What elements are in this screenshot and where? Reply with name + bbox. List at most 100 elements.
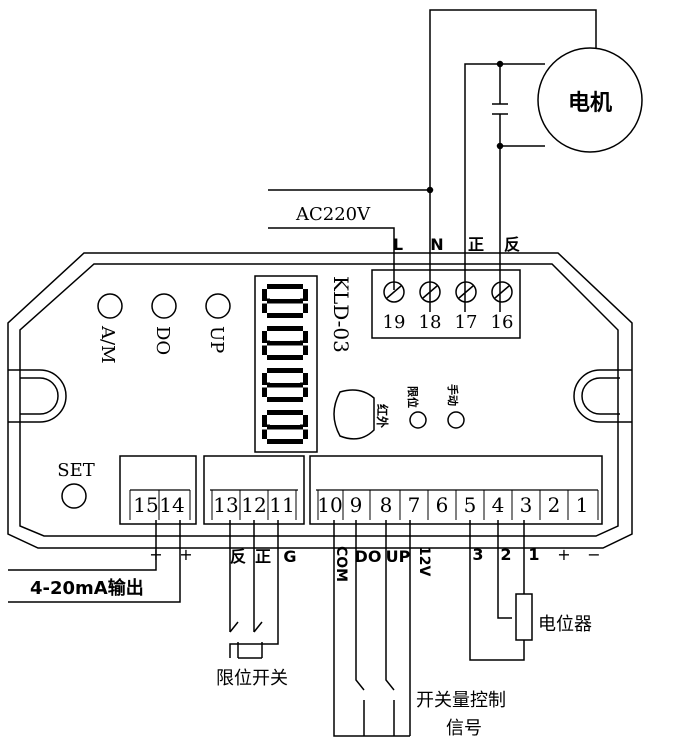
left-mount-slot-inner — [20, 377, 59, 415]
terminal-number-14: 14 — [159, 493, 184, 517]
switch-signal-annotation-2: 信号 — [446, 718, 482, 739]
potentiometer — [515, 593, 533, 641]
seven-seg-segment — [262, 415, 267, 427]
set-label: SET — [57, 460, 94, 481]
terminal-number-19: 19 — [383, 312, 406, 333]
bottom-label-minus: − — [587, 545, 600, 564]
terminal-label-zheng: 正 — [468, 235, 484, 254]
seven-seg-segment — [267, 298, 303, 304]
bottom-label-2: 2 — [500, 545, 511, 564]
seven-seg-segment — [303, 373, 308, 385]
seven-seg-segment — [262, 345, 267, 355]
terminal-number-1: 1 — [576, 493, 589, 517]
junction-16 — [496, 142, 504, 150]
seven-seg-segment — [303, 303, 308, 313]
terminal-number-6: 6 — [436, 493, 449, 517]
wire-up — [385, 520, 395, 736]
wire-do — [355, 520, 365, 736]
seven-seg-segment — [267, 439, 303, 444]
seven-seg-segment — [267, 410, 303, 415]
wire-17-to-motor — [464, 63, 545, 312]
seven-seg-gap — [270, 292, 300, 299]
wire-com — [333, 520, 410, 737]
seven-seg-segment — [267, 355, 303, 360]
top-screw-slot — [422, 285, 438, 299]
motor-label: 电机 — [568, 91, 612, 116]
wire-output-plus — [8, 520, 157, 571]
top-screw — [383, 281, 405, 303]
seven-seg-segment — [267, 326, 303, 331]
right-mount-slot-inner — [581, 377, 620, 415]
bottom-label-1: 1 — [528, 545, 539, 564]
seven-seg-segment — [267, 313, 303, 318]
output-annotation: 4-20mA输出 — [30, 577, 144, 599]
terminal-block-output — [119, 455, 197, 525]
bottom-label-plus1: + — [149, 545, 162, 564]
terminal-number-2: 2 — [548, 493, 561, 517]
terminal-label-fan: 反 — [504, 235, 520, 254]
seven-seg-segment — [267, 368, 303, 373]
seven-seg-segment — [303, 415, 308, 427]
ir-label: 红外 — [375, 404, 390, 428]
bottom-label-g: G — [283, 547, 296, 566]
seven-seg-segment — [303, 289, 308, 301]
set-button[interactable] — [61, 483, 87, 509]
housing-outer — [7, 252, 633, 549]
terminal-number-7: 7 — [408, 493, 421, 517]
am-indicator — [97, 293, 123, 319]
bottom-label-12v: 12V — [416, 546, 432, 576]
up-label: UP — [206, 326, 227, 353]
terminal-number-8: 8 — [380, 493, 393, 517]
right-mount-slot — [573, 369, 632, 423]
bottom-label-fan: 反 — [230, 547, 246, 566]
housing-inner — [19, 263, 619, 537]
seven-seg-segment — [267, 424, 303, 430]
wire-output-plus2 — [8, 520, 181, 603]
manual-indicator-label: 手动 — [446, 384, 460, 406]
terminal-block-main — [309, 455, 603, 525]
model-label: KLD-03 — [329, 276, 353, 353]
up-indicator — [205, 293, 231, 319]
bottom-label-plus3: + — [557, 545, 570, 564]
terminal-number-5: 5 — [464, 493, 477, 517]
seven-seg-segment — [303, 345, 308, 355]
seven-seg-segment — [262, 289, 267, 301]
ir-sensor — [333, 389, 375, 440]
am-label: A/M — [97, 325, 118, 364]
bottom-label-com: COM — [333, 546, 349, 582]
seven-seg-segment — [262, 331, 267, 343]
top-screw — [491, 281, 513, 303]
seven-seg-gap — [270, 334, 300, 341]
wire-n-to-motor — [429, 9, 597, 312]
limit-switch-annotation: 限位开关 — [216, 668, 288, 689]
terminal-number-9: 9 — [350, 493, 363, 517]
limit-indicator-label: 限位 — [406, 386, 420, 408]
terminal-number-17: 17 — [455, 312, 478, 333]
terminal-number-12: 12 — [241, 493, 266, 517]
limit-switch-contacts — [229, 621, 263, 659]
terminal-number-18: 18 — [419, 312, 442, 333]
wire-limit-11 — [229, 520, 279, 658]
bottom-label-up: UP — [386, 547, 411, 566]
left-mount-slot — [8, 369, 67, 423]
manual-indicator — [447, 411, 465, 429]
capacitor — [492, 103, 508, 115]
potentiometer-annotation: 电位器 — [538, 614, 592, 635]
top-screw — [455, 281, 477, 303]
top-screw-slot — [386, 285, 402, 299]
seven-seg-segment — [262, 303, 267, 313]
terminal-number-10: 10 — [317, 493, 342, 517]
top-screw-slot — [458, 285, 474, 299]
terminal-number-15: 15 — [133, 493, 158, 517]
seven-seg-display — [262, 284, 308, 444]
seven-seg-segment — [262, 373, 267, 385]
bottom-label-do: DO — [355, 547, 382, 566]
display-frame — [254, 275, 318, 453]
wire-pot-3 — [469, 520, 525, 661]
terminal-number-16: 16 — [491, 312, 514, 333]
top-screw-slot — [494, 285, 510, 299]
bottom-label-plus2: + — [179, 545, 192, 564]
junction-17 — [496, 60, 504, 68]
